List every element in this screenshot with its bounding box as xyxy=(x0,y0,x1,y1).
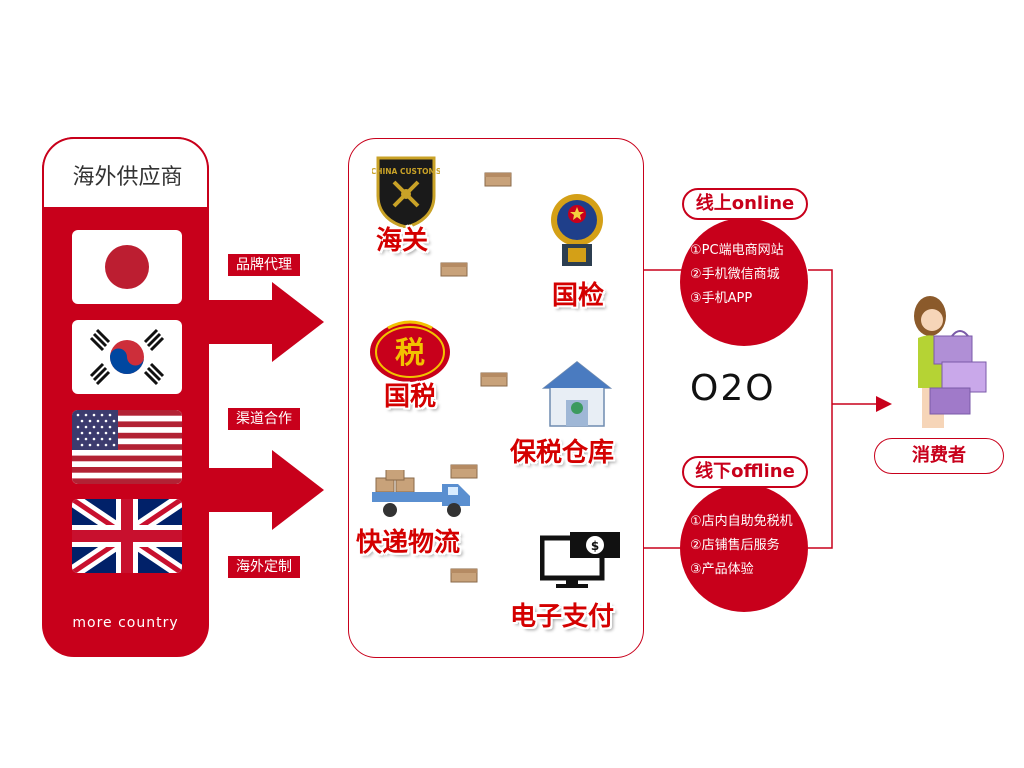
delivery-truck-icon xyxy=(372,470,470,517)
channel-label-channel-coop: 渠道合作 xyxy=(228,408,300,430)
parcel-icon xyxy=(440,262,468,277)
payment-monitor-icon: $ xyxy=(540,532,620,588)
usa-flag xyxy=(72,410,182,484)
node-e-payment: 电子支付 xyxy=(510,602,615,632)
online-channel-list: ①PC端电商网站 ②手机微信商城 ③手机APP xyxy=(690,239,784,311)
tax-emblem-icon: 税 xyxy=(370,320,450,382)
node-express-logistics: 快递物流 xyxy=(356,528,461,558)
uk-flag xyxy=(72,499,182,573)
shopper-woman-icon xyxy=(914,296,987,428)
svg-text:CHINA CUSTOMS: CHINA CUSTOMS xyxy=(372,167,440,176)
supplier-header: 海外供应商 xyxy=(42,137,209,209)
node-bonded-warehouse: 保税仓库 xyxy=(510,438,615,468)
offline-label: 线下offline xyxy=(682,456,808,488)
node-customs: 海关 xyxy=(376,226,429,256)
offline-circle xyxy=(680,484,808,612)
channel-label-brand-agency: 品牌代理 xyxy=(228,254,300,276)
channel-label-overseas-custom: 海外定制 xyxy=(228,556,300,578)
online-item: ③手机APP xyxy=(690,291,753,306)
parcel-icon xyxy=(484,172,512,187)
offline-item: ①店内自助免税机 xyxy=(690,514,793,529)
more-country-label: more country xyxy=(72,615,179,631)
supplier-panel: 海外供应商 xyxy=(42,137,209,657)
offline-channel-list: ①店内自助免税机 ②店铺售后服务 ③产品体验 xyxy=(690,510,793,582)
supplier-title: 海外供应商 xyxy=(72,165,183,190)
warehouse-icon xyxy=(542,361,612,427)
online-item: ①PC端电商网站 xyxy=(690,243,784,258)
korea-flag xyxy=(72,320,182,394)
china-customs-icon: CHINA CUSTOMS xyxy=(372,156,440,228)
online-circle xyxy=(680,218,808,346)
japan-flag xyxy=(72,230,182,304)
offline-item: ③产品体验 xyxy=(690,562,754,577)
arrow-brand-agency xyxy=(208,282,324,362)
online-item: ②手机微信商城 xyxy=(690,267,780,282)
inspection-emblem-icon xyxy=(551,194,603,266)
node-tax: 国税 xyxy=(384,382,437,412)
node-inspection: 国检 xyxy=(552,281,605,311)
offline-item: ②店铺售后服务 xyxy=(690,538,780,553)
parcel-icon xyxy=(450,464,478,479)
arrow-channel-coop xyxy=(208,450,324,530)
consumer-label: 消费者 xyxy=(874,438,1004,474)
merge-bracket xyxy=(808,269,833,549)
to-consumer-arrowhead xyxy=(876,396,892,412)
o2o-label: O2O xyxy=(690,368,776,409)
parcel-icon xyxy=(450,568,478,583)
parcel-icon xyxy=(480,372,508,387)
svg-text:$: $ xyxy=(591,539,599,553)
online-label: 线上online xyxy=(682,188,808,220)
svg-text:税: 税 xyxy=(395,336,425,371)
